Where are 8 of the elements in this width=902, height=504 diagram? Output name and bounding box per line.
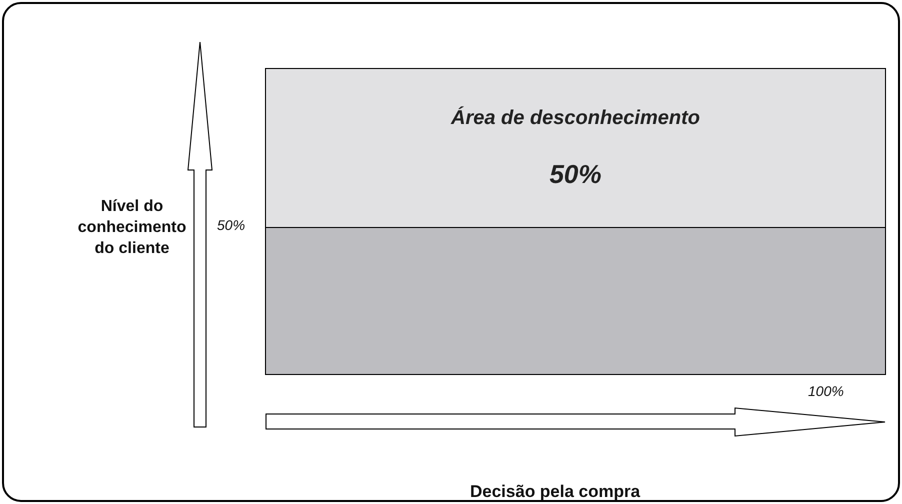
percentage-value: 50% bbox=[549, 159, 602, 190]
unknown-area-panel bbox=[265, 68, 886, 228]
tick-label: 50% bbox=[217, 217, 246, 233]
axis-title: Nível do conhecimento do cliente bbox=[76, 197, 188, 259]
known-area-panel bbox=[265, 227, 886, 375]
axis-title: Decisão pela compra bbox=[470, 482, 640, 502]
area-title: Área de desconhecimento bbox=[451, 107, 700, 130]
tick-label: 100% bbox=[808, 383, 844, 399]
